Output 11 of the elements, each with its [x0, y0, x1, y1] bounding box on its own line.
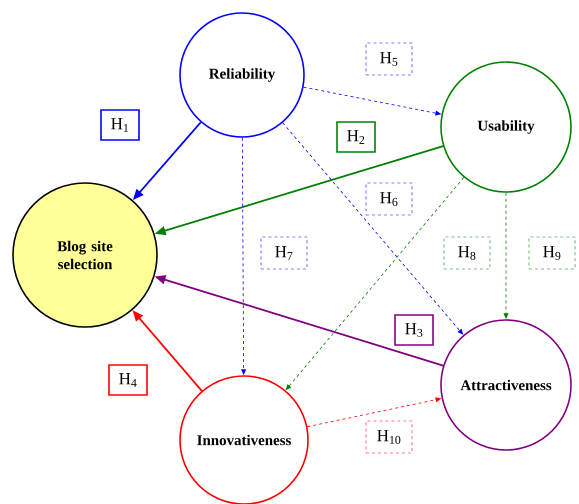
edge-label: H$_{2}$: [336, 121, 376, 153]
edge-label: H$_{6}$: [366, 182, 412, 216]
arrow: [282, 122, 464, 335]
edge-label: H$_{8}$: [444, 236, 490, 270]
edge-label: H$_{4}$: [108, 364, 148, 396]
edge-label: H$_{5}$: [366, 42, 412, 76]
edge-label: H$_{1}$: [100, 109, 140, 141]
edge-label: H$_{9}$: [528, 236, 576, 270]
edge-label: H$_{10}$: [366, 420, 412, 454]
edge-label: H$_{7}$: [260, 236, 308, 270]
edge-label: H$_{3}$: [394, 314, 434, 346]
